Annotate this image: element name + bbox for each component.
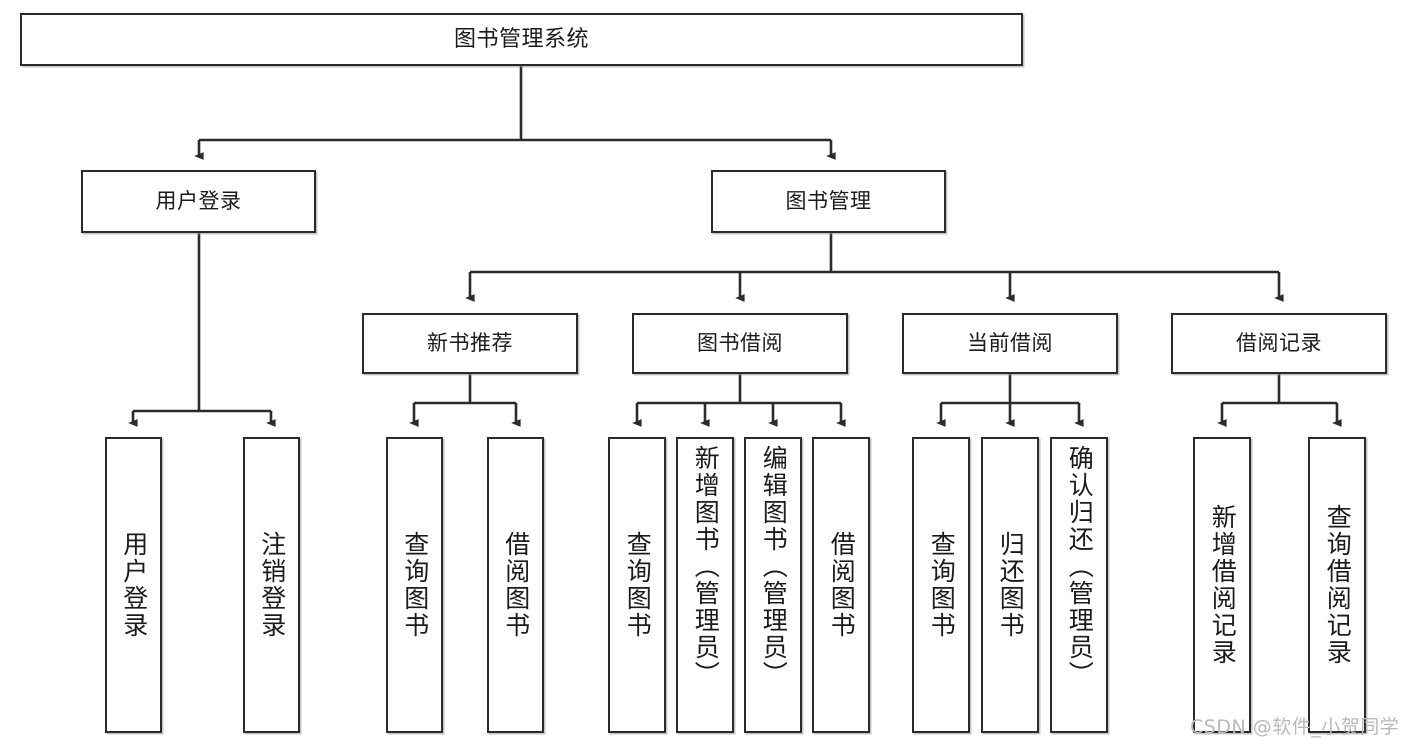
node-book-borrow[interactable]: 图书借阅 (632, 313, 848, 374)
node-label: 新增借阅记录 (1208, 504, 1238, 666)
node-label: 图书管理系统 (453, 26, 589, 52)
node-leaf-borrow-book-1[interactable]: 借阅图书 (487, 437, 544, 733)
node-user-login[interactable]: 用户登录 (81, 170, 316, 233)
node-label: 新书推荐 (427, 331, 513, 355)
node-leaf-add-borrow-record[interactable]: 新增借阅记录 (1193, 437, 1251, 733)
node-label: 查询图书 (927, 531, 957, 639)
node-book-manage[interactable]: 图书管理 (711, 170, 946, 233)
node-label: 用户登录 (119, 531, 149, 639)
node-label: 图书借阅 (697, 331, 783, 355)
node-leaf-confirm-return-admin[interactable]: 确认归还（管理员） (1050, 437, 1108, 733)
node-label: 用户登录 (155, 189, 242, 213)
node-label: 新增图书（管理员） (691, 445, 721, 688)
node-label: 查询图书 (623, 531, 653, 639)
node-label: 注销登录 (257, 531, 287, 639)
csdn-watermark: CSDN @软件_小贺同学 (1190, 716, 1400, 738)
node-leaf-query-book-2[interactable]: 查询图书 (608, 437, 666, 733)
node-label: 确认归还（管理员） (1065, 445, 1095, 688)
node-leaf-borrow-book-2[interactable]: 借阅图书 (812, 437, 870, 733)
node-current-borrow[interactable]: 当前借阅 (902, 313, 1118, 374)
node-label: 当前借阅 (967, 331, 1053, 355)
node-leaf-logout-login[interactable]: 注销登录 (243, 437, 300, 733)
node-borrow-record[interactable]: 借阅记录 (1171, 313, 1387, 374)
node-new-book-recommend[interactable]: 新书推荐 (362, 313, 578, 374)
node-label: 编辑图书（管理员） (759, 445, 789, 688)
node-label: 借阅图书 (827, 531, 857, 639)
node-leaf-query-book-1[interactable]: 查询图书 (386, 437, 443, 733)
node-leaf-user-login[interactable]: 用户登录 (105, 437, 162, 733)
node-leaf-edit-book-admin[interactable]: 编辑图书（管理员） (744, 437, 802, 733)
node-leaf-query-borrow-record[interactable]: 查询借阅记录 (1308, 437, 1366, 733)
node-label: 借阅记录 (1236, 331, 1322, 355)
node-label: 图书管理 (785, 189, 872, 213)
node-root-system[interactable]: 图书管理系统 (20, 13, 1023, 66)
node-label: 查询借阅记录 (1323, 504, 1353, 666)
node-leaf-add-book-admin[interactable]: 新增图书（管理员） (676, 437, 734, 733)
node-leaf-query-book-3[interactable]: 查询图书 (912, 437, 970, 733)
node-leaf-return-book[interactable]: 归还图书 (981, 437, 1039, 733)
node-label: 查询图书 (400, 531, 430, 639)
node-label: 归还图书 (996, 531, 1026, 639)
node-label: 借阅图书 (501, 531, 531, 639)
